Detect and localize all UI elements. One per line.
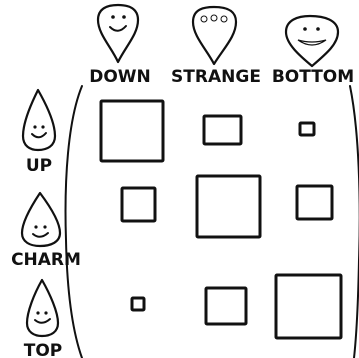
cell-charm-bottom [297, 186, 332, 219]
column-header-strange: STRANGE [171, 7, 261, 87]
cell-top-down [132, 298, 144, 310]
column-label-down: DOWN [89, 67, 151, 87]
row-header-top: TOP [24, 280, 63, 358]
cell-top-strange [206, 288, 246, 324]
bottom-quark-right-eye [316, 27, 320, 31]
cell-charm-down [122, 188, 155, 221]
cell-top-bottom [276, 275, 341, 338]
cell-up-down [101, 101, 163, 161]
top-quark-icon [27, 280, 58, 336]
row-label-charm: CHARM [11, 250, 81, 270]
matrix-cells [101, 101, 341, 338]
column-label-strange: STRANGE [171, 67, 261, 87]
column-label-bottom: BOTTOM [272, 67, 354, 87]
column-header-down: DOWN [89, 5, 151, 87]
top-quark-right-eye [44, 311, 47, 314]
row-label-up: UP [26, 156, 52, 176]
up-quark-right-eye [41, 125, 44, 128]
charm-quark-left-eye [34, 225, 37, 228]
strange-quark-eye-1 [201, 16, 207, 22]
row-header-up: UP [23, 90, 55, 176]
charm-quark-icon [22, 193, 60, 246]
strange-quark-eye-3 [221, 16, 227, 22]
cell-charm-strange [197, 176, 260, 237]
cell-up-strange [204, 116, 241, 144]
top-quark-left-eye [36, 311, 39, 314]
matrix-left-bracket [66, 86, 82, 358]
up-quark-icon [23, 90, 55, 150]
strange-quark-eye-2 [211, 15, 217, 21]
matrix-right-bracket [350, 86, 359, 358]
charm-quark-right-eye [43, 225, 46, 228]
row-label-top: TOP [24, 341, 63, 358]
bottom-quark-left-eye [303, 27, 307, 31]
up-quark-left-eye [33, 125, 36, 128]
down-quark-right-eye [122, 15, 126, 19]
row-header-charm: CHARM [11, 193, 81, 270]
down-quark-left-eye [111, 15, 115, 19]
bottom-quark-icon [286, 16, 338, 66]
cell-up-bottom [300, 123, 314, 135]
down-quark-icon [98, 5, 138, 62]
column-header-bottom: BOTTOM [272, 16, 354, 87]
